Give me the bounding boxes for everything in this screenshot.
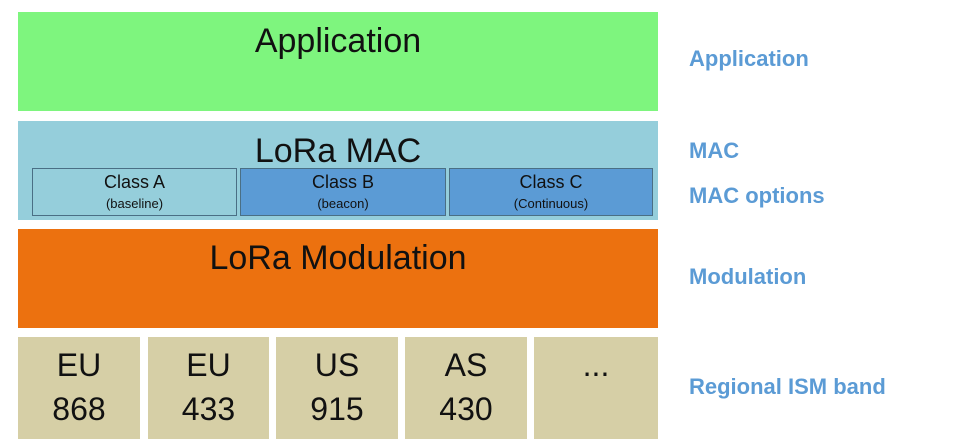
modulation-layer-title: LoRa Modulation bbox=[209, 239, 467, 277]
application-layer: Application bbox=[18, 12, 658, 111]
band-frequency: 430 bbox=[439, 391, 493, 427]
mac-class-c-desc: (Continuous) bbox=[513, 195, 589, 211]
mac-class-b: Class B (beacon) bbox=[240, 168, 446, 216]
band-us-915: US 915 bbox=[276, 337, 398, 439]
mac-class-a-desc: (baseline) bbox=[105, 195, 164, 211]
mac-layer-title: LoRa MAC bbox=[254, 132, 422, 170]
band-as-430: AS 430 bbox=[405, 337, 527, 439]
band-region: US bbox=[314, 347, 360, 383]
band-frequency: 433 bbox=[181, 391, 236, 427]
mac-layer: LoRa MAC Class A (baseline) Class B (bea… bbox=[18, 121, 658, 220]
band-region: EU bbox=[186, 347, 231, 383]
mac-class-a-name: Class A bbox=[103, 172, 166, 192]
side-label-mac-options: MAC options bbox=[689, 183, 825, 208]
band-region: AS bbox=[444, 347, 488, 383]
application-layer-title: Application bbox=[254, 22, 422, 60]
mac-class-b-name: Class B bbox=[311, 172, 374, 192]
mac-class-c: Class C (Continuous) bbox=[449, 168, 653, 216]
mac-class-a: Class A (baseline) bbox=[32, 168, 237, 216]
band-frequency: 915 bbox=[310, 391, 364, 427]
mac-class-c-name: Class C bbox=[519, 172, 583, 192]
band-eu-433: EU 433 bbox=[148, 337, 269, 439]
band-frequency: 868 bbox=[52, 391, 106, 427]
modulation-layer: LoRa Modulation bbox=[18, 229, 658, 328]
side-label-regional-ism-band: Regional ISM band bbox=[689, 374, 886, 399]
band-ellipsis: ... bbox=[582, 347, 610, 383]
mac-class-b-desc: (beacon) bbox=[317, 195, 369, 211]
band-more: ... bbox=[534, 337, 658, 439]
band-eu-868: EU 868 bbox=[18, 337, 140, 439]
side-label-modulation: Modulation bbox=[689, 264, 807, 289]
side-label-mac: MAC bbox=[689, 138, 740, 163]
side-label-application: Application bbox=[689, 46, 809, 71]
band-region: EU bbox=[56, 347, 102, 383]
